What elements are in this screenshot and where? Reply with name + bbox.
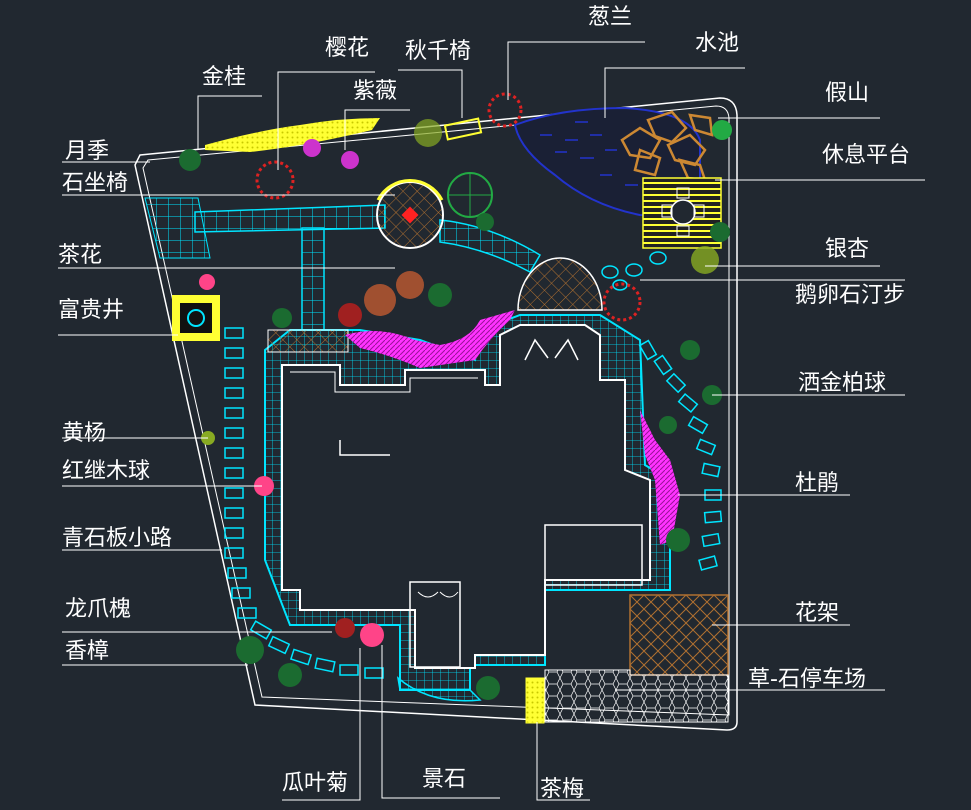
flower-trellis [629,594,729,676]
pond-ripples [540,121,638,186]
rockery [620,110,714,182]
label-xiang-zhang: 香樟 [65,639,109,664]
building-outline [281,324,651,669]
stepping-stones-left [224,327,384,679]
grass-stone-parking [544,669,729,723]
fortune-well [172,295,220,341]
pergola-dome [517,257,603,311]
label-qing-shi-ban: 青石板小路 [62,526,172,551]
main-paving-path [194,204,386,233]
label-long-zhua-huai: 龙爪槐 [65,597,131,622]
label-jing-shi: 景石 [422,767,466,792]
pebble-stepping [601,251,667,291]
label-jia-shan: 假山 [825,81,869,106]
label-qiu-qian-yi: 秋千椅 [405,39,471,64]
label-fu-gui-jing: 富贵井 [58,298,124,323]
leader-lines [58,41,925,801]
stone-seat-plaza [376,178,444,249]
plants [179,92,732,700]
label-yue-ji: 月季 [65,139,109,164]
site-boundary [134,97,738,731]
label-cha-hua: 茶花 [58,243,102,268]
label-huang-yang: 黄杨 [62,421,106,446]
label-shui-chi: 水池 [695,31,739,56]
label-e-luan-shi: 鹅卵石汀步 [795,283,905,308]
label-zi-wei: 紫薇 [353,79,397,104]
label-cao-shi-ting-che: 草-石停车场 [748,667,866,692]
swing-chair [443,117,483,141]
rest-platform [642,177,722,249]
plant-labels: 葱兰 樱花 秋千椅 水池 金桂 紫薇 假山 月季 休息平台 石坐椅 茶花 银杏 … [58,5,910,802]
label-xiu-xi-ping-tai: 休息平台 [822,143,910,168]
flower-bed-top [345,310,515,368]
label-shi-zuo-yi: 石坐椅 [62,171,128,196]
label-gua-ye-ju: 瓜叶菊 [282,771,348,796]
label-cha-mei: 茶梅 [540,777,584,802]
label-hua-jia: 花架 [795,601,839,626]
camellia-strip [525,677,545,724]
label-hong-ji-mu: 红继木球 [62,459,150,484]
left-grid-paving [144,197,211,259]
label-cong-lan: 葱兰 [588,5,632,30]
flower-bed-right [640,410,680,545]
label-ying-hua: 樱花 [325,36,369,61]
label-yin-xing: 银杏 [825,237,869,262]
label-sa-jin-bai: 洒金柏球 [798,371,886,396]
lawn-strip [205,118,380,152]
label-jin-gui: 金桂 [202,65,246,90]
label-du-juan: 杜鹃 [795,471,839,496]
